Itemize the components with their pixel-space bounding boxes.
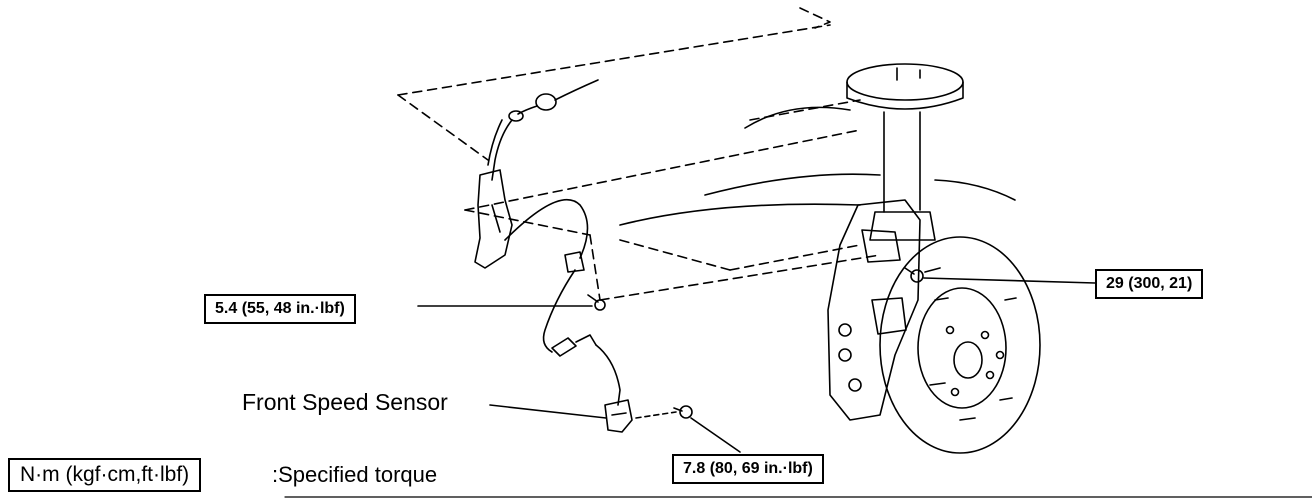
- leader-lines: [417, 277, 1096, 453]
- torque-label-bracket-bolt: 5.4 (55, 48 in.·lbf): [204, 294, 356, 324]
- strut-assembly: [846, 63, 964, 241]
- steering-knuckle: [827, 199, 921, 421]
- sensor-bolt: [673, 405, 693, 419]
- torque-unit-legend: N·m (kgf·cm,ft·lbf): [8, 458, 202, 492]
- brake-disc: [879, 236, 1041, 454]
- caliper-bolt: [904, 267, 924, 283]
- torque-label-sensor-bolt: 7.8 (80, 69 in.·lbf): [672, 454, 824, 484]
- torque-label-caliper: 29 (300, 21): [1095, 269, 1204, 299]
- wire-harness: [474, 79, 621, 406]
- front-speed-sensor-body: [604, 399, 633, 433]
- specified-torque-caption: :Specified torque: [272, 462, 438, 487]
- body-structure: [619, 106, 1016, 226]
- front-speed-sensor-label: Front Speed Sensor: [242, 389, 448, 415]
- vehicle-body-outline: [397, 7, 881, 301]
- bracket-bolt: [587, 294, 606, 311]
